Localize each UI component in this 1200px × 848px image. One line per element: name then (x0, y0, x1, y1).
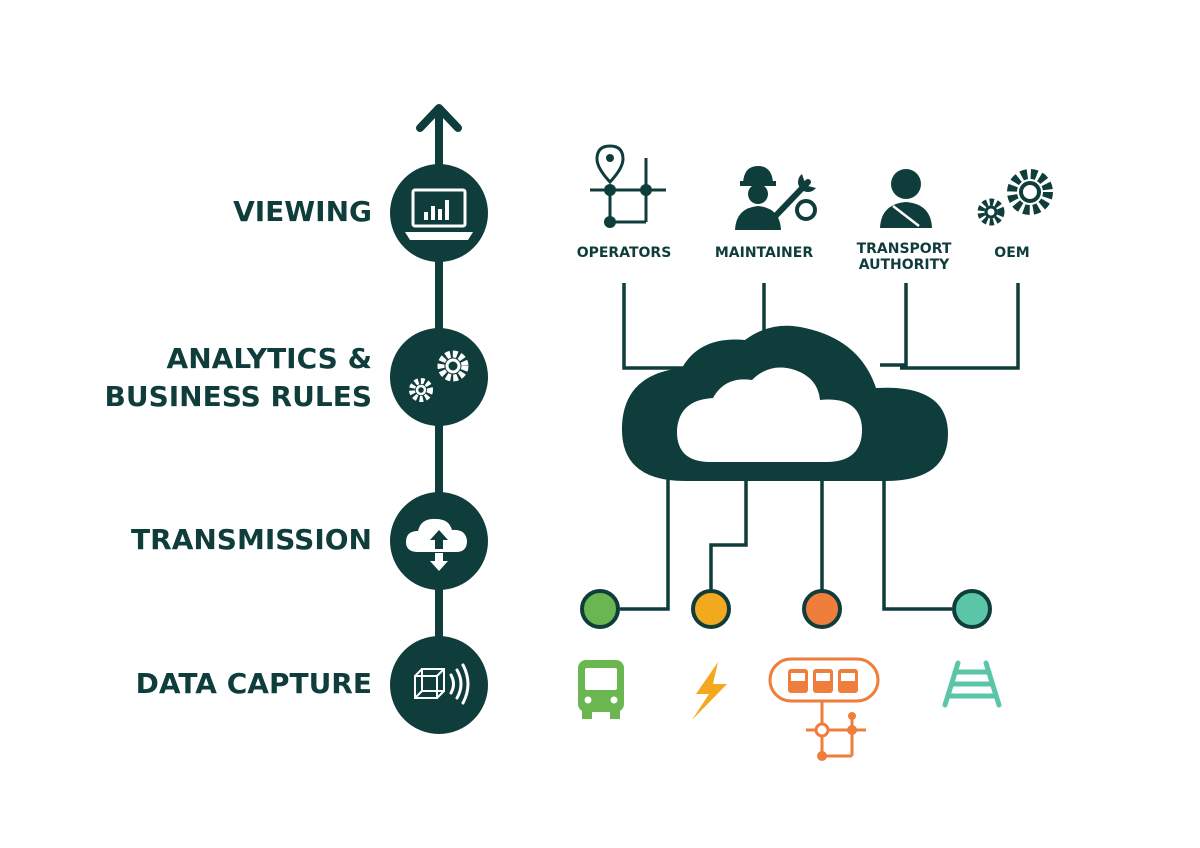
stakeholder-label-operators: OPERATORS (576, 245, 672, 261)
stakeholder-connectors (622, 283, 1020, 370)
stakeholder-label-transport-authority: TRANSPORT AUTHORITY (856, 241, 952, 273)
asset-node-energy (691, 589, 731, 629)
lightning-icon (692, 662, 727, 720)
stakeholder-label-oem: OEM (994, 245, 1030, 261)
layer-label-data-capture: DATA CAPTURE (135, 667, 372, 700)
asset-node-track (952, 589, 992, 629)
asset-node-bus (580, 589, 620, 629)
asset-connectors (620, 475, 952, 611)
viewing-icon (390, 164, 488, 262)
cloud-platform (621, 325, 948, 481)
transport-authority-icon (880, 169, 932, 228)
asset-node-rail (802, 589, 842, 629)
trains-network-icon (768, 657, 880, 761)
stakeholder-label-maintainer: MAINTAINER (714, 245, 814, 261)
layer-label-viewing: VIEWING (233, 195, 372, 228)
analytics-gears-icon (390, 328, 488, 426)
maintainer-icon (735, 166, 817, 230)
oem-gears-icon (977, 169, 1053, 226)
rail-track-icon (942, 660, 1002, 708)
transmission-cloud-icon (390, 492, 488, 590)
layer-label-transmission: TRANSMISSION (131, 523, 372, 556)
layer-label-analytics: ANALYTICS & BUSINESS RULES (105, 340, 372, 416)
data-capture-sensor-icon (390, 636, 488, 734)
bus-icon (578, 660, 624, 719)
operators-icon (590, 144, 666, 228)
layer-label-analytics-line: ANALYTICS & BUSINESS RULES (104, 342, 372, 413)
